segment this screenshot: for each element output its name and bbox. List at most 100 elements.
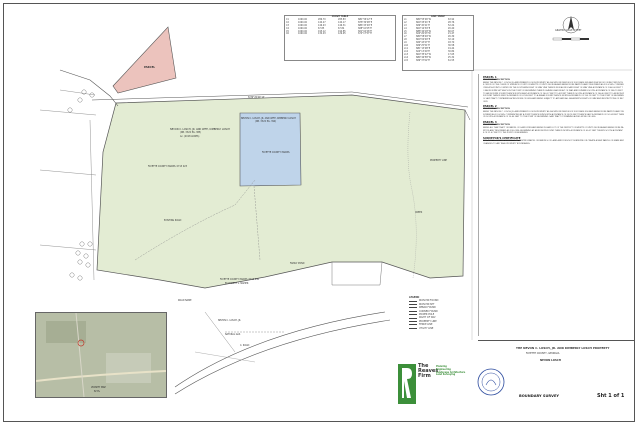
table-cell: 285.83 <box>338 17 346 21</box>
table-cell: 146.43 <box>318 23 326 27</box>
table-cell: 146.31 <box>338 23 346 27</box>
table-cell: 194.85 <box>338 29 346 33</box>
property-line-label: PROPERTY LINE <box>430 159 447 162</box>
road-line <box>39 244 97 251</box>
table-cell: L14 <box>404 55 409 59</box>
sheet-number: Sht 1 of 1 <box>597 393 625 399</box>
legend-symbol-icon <box>409 321 417 323</box>
lot-line <box>464 109 471 121</box>
table-cell: 20.40 <box>448 26 455 30</box>
main-parcel-ref: (DB. 3322 PG. 385) <box>180 131 202 134</box>
inset-label-4: C. ROAD <box>240 344 250 347</box>
legend-symbol-icon <box>409 314 417 316</box>
firm-service: Land Surveying <box>436 373 456 377</box>
table-cell: S81°04'26"E <box>358 29 372 33</box>
table-cell: 67.85 <box>318 26 325 30</box>
table-cell: 18.70 <box>448 41 455 45</box>
table-cell: S00°13'40"E <box>416 49 430 53</box>
table-cell: 1060.00 <box>298 32 308 36</box>
vicinity-label: VICINITY MAP <box>91 386 106 389</box>
existing-road-label: EXISTING ROAD <box>164 219 182 222</box>
note-section-text: BEING THE NEVON C. LOSCH, JR. AND KIMBER… <box>483 81 624 103</box>
table-cell: N00°00'00"E <box>416 38 431 42</box>
firm-service: Planning <box>436 365 447 368</box>
note-section-title: SURVEYOR'S CERTIFICATE <box>483 136 521 140</box>
vicinity-map: VICINITY MAP N.T.S. <box>35 312 167 398</box>
legend-label: IRON PIN SET <box>419 302 435 306</box>
firm-service: Landscape Architecture <box>436 370 466 374</box>
table-cell: L15 <box>404 58 409 62</box>
creek-label: CREEK <box>415 211 423 214</box>
table-cell: S80°43'27"E <box>416 41 430 45</box>
table-cell: S00°26'23"W <box>416 32 431 36</box>
north-arrow-icon <box>552 16 589 41</box>
table-cell: N00°25'01"E <box>416 20 431 24</box>
table-cell: L1 <box>404 17 407 21</box>
surveyor-seal-icon <box>477 368 505 396</box>
inset-label-1: NEVON C. LOSCH, JR. <box>218 319 242 322</box>
pond-label: FAMILY POND <box>290 262 305 265</box>
legend-item: FENCE LINE <box>409 323 471 326</box>
table-cell: N81°13'08"E <box>416 46 431 50</box>
blue-parcel-area <box>239 112 302 187</box>
table-cell: 67.84 <box>338 26 345 30</box>
table-cell: N86°23'09"E <box>358 23 373 27</box>
note-section-title: PARCEL 1 <box>483 76 497 79</box>
table-cell: 286.70 <box>318 17 326 21</box>
legend-item: PROPERTY LINE <box>409 320 471 323</box>
table-cell: S88°10'05"E <box>358 26 372 30</box>
table-cell: 63.92 <box>448 17 455 21</box>
table-cell: L3 <box>404 23 407 27</box>
lower-parcel-owner: ELIZABETH L. NAPIER <box>225 282 249 285</box>
legend-symbol-icon <box>409 327 417 329</box>
main-parcel-owner: NEVON C. LOSCH, JR. AND WIFE, KIMBERLY L… <box>170 128 230 131</box>
legend-label: REBAR FOUND <box>419 306 436 310</box>
firm-name-1: The <box>418 363 429 369</box>
table-cell: N00°14'39"E <box>416 26 431 30</box>
note-section-title: PARCEL 2 <box>483 105 497 109</box>
note-section-subtitle: PROPERTY DESCRIPTION <box>483 79 510 81</box>
legend-symbol-icon <box>409 317 417 319</box>
legend-label: IRON PIN FOUND <box>419 299 439 303</box>
table-cell: L6 <box>404 32 407 36</box>
table-cell: 30.84 <box>448 49 455 53</box>
firm-name-2: Reaves <box>418 368 439 374</box>
note-section-subtitle: PROPERTY DESCRIPTION <box>483 108 510 111</box>
county-parcel-label: FAYETTE COUNTY PARCEL 0713 023 <box>148 165 188 168</box>
table-cell: L8 <box>404 38 407 42</box>
creek-line <box>407 111 417 279</box>
table-cell: L10 <box>404 44 409 48</box>
legend-item: POWER POLE <box>409 313 471 316</box>
vicinity-scale: N.T.S. <box>94 390 101 393</box>
table-cell: N89°49'58"W <box>416 55 431 59</box>
table-cell: 60.07 <box>448 29 455 33</box>
sheet-title: BOUNDARY SURVEY <box>519 394 560 398</box>
table-cell: S72°17'57"E <box>358 32 372 36</box>
table-cell: L2 <box>404 20 407 24</box>
table-cell: L4 <box>404 26 407 30</box>
sheet-border <box>3 3 635 422</box>
inset-detail <box>174 311 391 395</box>
road-line <box>39 169 97 176</box>
inset-label-3: ROAD NAME <box>178 299 192 302</box>
legend-title: LEGEND <box>409 296 420 299</box>
road-line <box>91 91 469 108</box>
lot-markers <box>67 89 95 281</box>
legend-item: REBAR FOUND <box>409 306 471 309</box>
table-cell: 36.58 <box>448 44 455 48</box>
